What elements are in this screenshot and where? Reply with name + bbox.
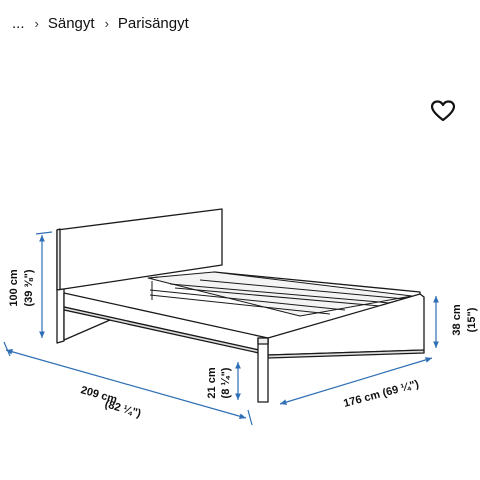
breadcrumb-item-parisangyt[interactable]: Parisängyt xyxy=(117,14,189,32)
frame-height-inch: (8 ¼") xyxy=(220,367,232,398)
chevron-right-icon: › xyxy=(34,15,39,31)
length-inch: (82 ¼") xyxy=(103,398,142,420)
bed-frame-illustration xyxy=(56,208,425,403)
frame-height-cm: 21 cm xyxy=(206,367,218,398)
breadcrumb-ellipsis[interactable]: ... xyxy=(12,14,25,32)
bed-dimension-drawing: 100 cm (39 ⅜") 209 cm (82 ¼") 21 cm (8 ¼… xyxy=(3,208,478,426)
footboard-height-inch: (15") xyxy=(466,307,478,332)
headboard-height-cm: 100 cm xyxy=(8,269,20,307)
footboard-height-cm: 38 cm xyxy=(451,304,463,335)
breadcrumb: ... › Sängyt › Parisängyt xyxy=(12,12,189,34)
favorite-button[interactable] xyxy=(430,98,456,124)
headboard-height-inch: (39 ⅜") xyxy=(23,269,35,306)
width-cm: 176 cm (69 ¼") xyxy=(342,378,420,410)
breadcrumb-item-sangyt[interactable]: Sängyt xyxy=(47,14,95,32)
dimension-lines xyxy=(3,231,439,426)
chevron-right-icon: › xyxy=(104,15,109,31)
heart-outline-icon xyxy=(431,100,455,122)
